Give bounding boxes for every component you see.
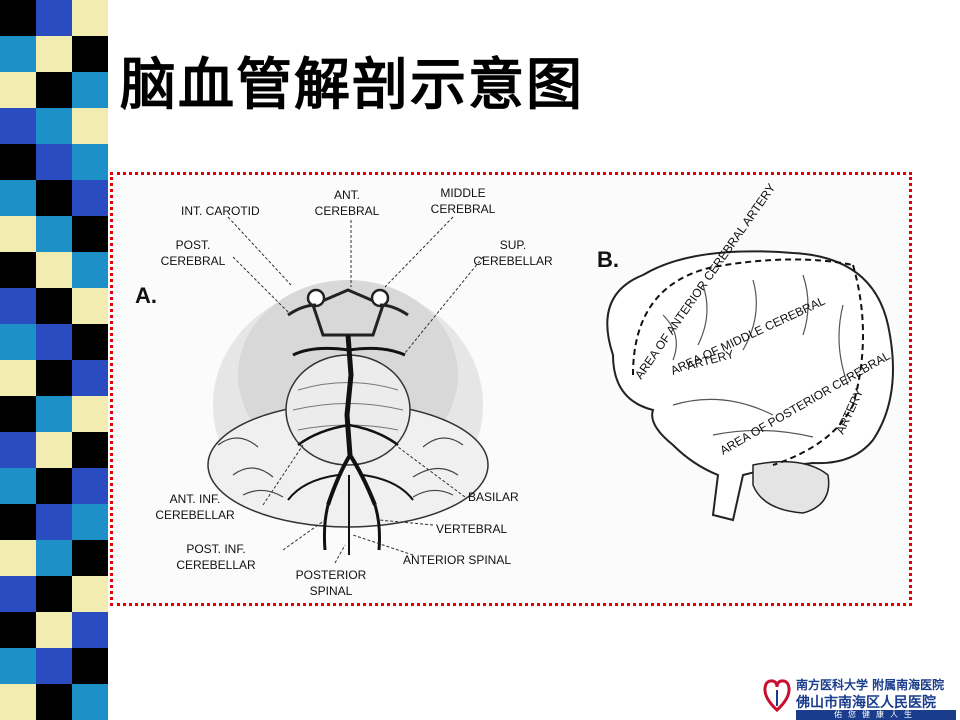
anatomy-figure-frame: A. INT. CAROTID ANT. CEREBRAL MIDDLE CER…	[110, 172, 912, 606]
label-vertebral: VERTEBRAL	[436, 522, 507, 536]
brain-vessel-illustration: A. INT. CAROTID ANT. CEREBRAL MIDDLE CER…	[113, 175, 909, 603]
panel-a-drawing	[207, 216, 489, 564]
label-anterior-spinal: ANTERIOR SPINAL	[403, 553, 511, 567]
label-post-inf-cerebellar-2: CEREBELLAR	[176, 558, 256, 572]
panel-b-letter: B.	[597, 247, 619, 272]
label-posterior-spinal-1: POSTERIOR	[296, 568, 367, 582]
slide-title: 脑血管解剖示意图	[120, 53, 584, 118]
label-ant-cerebral-1: ANT.	[334, 188, 360, 202]
heart-logo-icon	[763, 679, 791, 712]
label-post-cerebral-2: CEREBRAL	[161, 254, 226, 268]
panel-a-letter: A.	[135, 283, 157, 308]
hospital-logo: 南方医科大学 附属南海医院 佛山市南海区人民医院 佑您健康人生	[760, 672, 960, 720]
label-sup-cerebellar-2: CEREBELLAR	[473, 254, 553, 268]
logo-hospital-name: 佛山市南海区人民医院	[796, 695, 936, 711]
label-post-inf-cerebellar-1: POST. INF.	[186, 542, 245, 556]
label-sup-cerebellar-1: SUP.	[500, 238, 526, 252]
label-post-cerebral-1: POST.	[176, 238, 211, 252]
decorative-stripe-bar	[0, 0, 108, 720]
label-int-carotid: INT. CAROTID	[181, 204, 260, 218]
label-ant-cerebral-2: CEREBRAL	[315, 204, 380, 218]
panel-b-drawing	[606, 250, 894, 522]
logo-slogan: 佑您健康人生	[796, 710, 956, 720]
label-ant-inf-cerebellar-1: ANT. INF.	[170, 492, 221, 506]
label-middle-cerebral-2: CEREBRAL	[431, 202, 496, 216]
logo-university-name: 南方医科大学 附属南海医院	[796, 678, 945, 692]
label-basilar: BASILAR	[468, 490, 519, 504]
label-middle-cerebral-1: MIDDLE	[440, 186, 485, 200]
label-ant-inf-cerebellar-2: CEREBELLAR	[155, 508, 235, 522]
label-posterior-spinal-2: SPINAL	[310, 584, 353, 598]
